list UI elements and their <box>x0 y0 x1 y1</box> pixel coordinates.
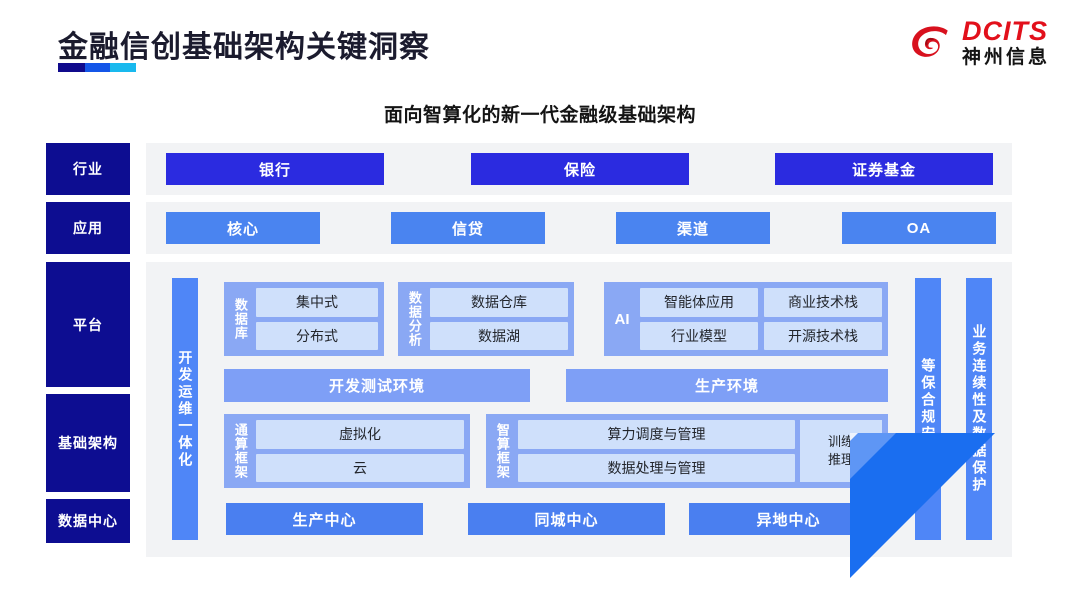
brand-logo: DCITS 神州信息 <box>909 18 1050 67</box>
title-underline-rule <box>58 63 136 72</box>
group-data-analysis-label: 数据分析 <box>406 291 422 347</box>
rail-item-industry[interactable]: 行业 <box>46 143 130 195</box>
industry-chip-securities[interactable]: 证券基金 <box>775 153 993 185</box>
application-chip-oa[interactable]: OA <box>842 212 996 244</box>
industry-chip-bank[interactable]: 银行 <box>166 153 384 185</box>
devops-vertical-bar[interactable]: 开发运维一体化 <box>172 278 198 540</box>
cell-data-processing[interactable]: 数据处理与管理 <box>518 453 795 482</box>
dcits-swirl-logo-icon <box>912 25 948 57</box>
industry-chip-insurance[interactable]: 保险 <box>471 153 689 185</box>
group-data-analysis: 数据分析 数据仓库 数据湖 <box>398 282 574 356</box>
cell-industry-model[interactable]: 行业模型 <box>640 321 758 350</box>
group-intelligent-compute-frame-label: 智算框架 <box>494 423 510 479</box>
cell-virtualization[interactable]: 虚拟化 <box>256 420 464 449</box>
business-continuity-vertical-bar[interactable]: 业务连续性及数据保护 <box>966 278 992 540</box>
group-general-compute-frame: 通算框架 虚拟化 云 <box>224 414 470 488</box>
page-header: 金融信创基础架构关键洞察 DCITS 神州信息 <box>0 0 1080 88</box>
rule-segment-1 <box>58 63 85 72</box>
security-compliance-vertical-bar[interactable]: 等保合规安全 <box>915 278 941 540</box>
diagram-subtitle: 面向智算化的新一代金融级基础架构 <box>383 105 696 126</box>
cell-data-lake[interactable]: 数据湖 <box>430 321 568 350</box>
cell-cloud[interactable]: 云 <box>256 453 464 482</box>
datacenter-chip-production[interactable]: 生产中心 <box>226 503 423 535</box>
cell-commercial-stack[interactable]: 商业技术栈 <box>764 288 882 317</box>
cell-compute-scheduling[interactable]: 算力调度与管理 <box>518 420 795 449</box>
group-ai: AI 智能体应用 商业技术栈 行业模型 开源技术栈 <box>604 282 888 356</box>
cell-train-inference[interactable]: 训练 推理 <box>800 420 882 482</box>
cell-agent-application[interactable]: 智能体应用 <box>640 288 758 317</box>
rail-item-application[interactable]: 应用 <box>46 202 130 254</box>
rail-item-infrastructure[interactable]: 基础架构 <box>46 394 130 492</box>
cell-centralized[interactable]: 集中式 <box>256 288 378 317</box>
application-chip-credit[interactable]: 信贷 <box>391 212 545 244</box>
logo-cn-text: 神州信息 <box>961 47 1050 68</box>
env-bar-dev-test[interactable]: 开发测试环境 <box>224 369 530 402</box>
inference-label: 推理 <box>827 452 854 467</box>
group-ai-label: AI <box>614 310 630 328</box>
datacenter-chip-remote[interactable]: 异地中心 <box>689 503 888 535</box>
architecture-diagram: 行业 应用 平台 基础架构 数据中心 银行 保险 证券基金 核心 信贷 渠道 O… <box>0 140 1080 570</box>
application-band: 核心 信贷 渠道 OA <box>146 202 1012 254</box>
env-bar-production[interactable]: 生产环境 <box>566 369 888 402</box>
platform-infrastructure-panel: 开发运维一体化 等保合规安全 数据库 集中式 分布式 数据分析 数据仓库 <box>146 262 1012 557</box>
page-title: 金融信创基础架构关键洞察 <box>58 31 430 64</box>
rule-segment-3 <box>110 63 136 72</box>
rail-item-platform[interactable]: 平台 <box>46 262 130 387</box>
group-intelligent-compute-frame: 智算框架 算力调度与管理 数据处理与管理 训练 推理 <box>486 414 888 488</box>
rail-item-datacenter[interactable]: 数据中心 <box>46 499 130 543</box>
cell-data-warehouse[interactable]: 数据仓库 <box>430 288 568 317</box>
cell-opensource-stack[interactable]: 开源技术栈 <box>764 321 882 350</box>
datacenter-chip-metro[interactable]: 同城中心 <box>468 503 665 535</box>
train-label: 训练 <box>827 434 854 450</box>
group-database: 数据库 集中式 分布式 <box>224 282 384 356</box>
group-general-compute-frame-label: 通算框架 <box>232 423 248 479</box>
rule-segment-2 <box>84 63 111 72</box>
application-chip-core[interactable]: 核心 <box>166 212 320 244</box>
industry-band: 银行 保险 证券基金 <box>146 143 1012 195</box>
application-chip-channel[interactable]: 渠道 <box>616 212 770 244</box>
logo-en-text: DCITS <box>961 16 1048 46</box>
group-database-label: 数据库 <box>232 298 248 340</box>
cell-distributed[interactable]: 分布式 <box>256 321 378 350</box>
